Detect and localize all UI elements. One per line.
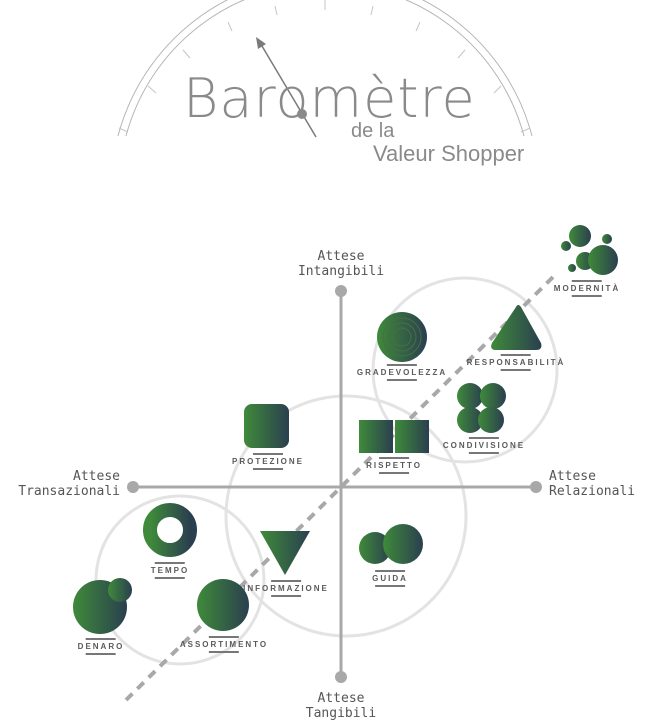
label-modernita: MODERNITÀ <box>554 280 620 297</box>
subtitle-line-1: de la <box>351 120 395 142</box>
bubbles-icon <box>561 225 618 275</box>
triangle-up-icon <box>491 305 542 350</box>
four-circles-icon <box>457 383 506 433</box>
axis-label-bottom: Attese Tangibili <box>292 691 390 721</box>
axis-label-top-line2: Intangibili <box>297 264 385 279</box>
axis-label-right: Attese Relazionali <box>549 469 650 499</box>
circle-icon <box>197 579 249 631</box>
axis-label-left-line1: Attese <box>73 469 120 484</box>
axis-label-top: Attese Intangibili <box>292 249 390 279</box>
split-rectangle-icon <box>359 420 429 453</box>
label-condivisione: CONDIVISIONE <box>443 437 525 454</box>
page-title: Baromètre <box>183 67 476 130</box>
triangle-down-icon <box>260 531 310 575</box>
needle-pivot-icon <box>297 109 307 119</box>
axis-label-left: Attese Transazionali <box>0 469 120 499</box>
circle-with-small-circle-icon <box>73 578 132 634</box>
label-gradevolezza: GRADEVOLEZZA <box>357 364 447 381</box>
label-responsabilita: RESPONSABILITÀ <box>467 354 566 371</box>
label-denaro: DENARO <box>78 638 125 655</box>
axes <box>127 285 542 683</box>
needle-arrow-icon <box>256 37 266 49</box>
label-protezione: PROTEZIONE <box>232 453 304 470</box>
ring-icon <box>143 503 197 557</box>
axis-label-right-line2: Relazionali <box>549 484 636 499</box>
label-guida: GUIDA <box>372 570 408 587</box>
axis-label-top-line1: Attese <box>317 249 365 264</box>
barometer-gauge-icon <box>117 0 533 138</box>
two-circles-icon <box>359 524 423 564</box>
label-rispetto: RISPETTO <box>366 457 422 474</box>
trend-diagonal <box>124 275 555 702</box>
label-assortimento: ASSORTIMENTO <box>180 636 268 653</box>
label-tempo: TEMPO <box>151 562 189 579</box>
concentric-circle-icon <box>377 312 427 362</box>
axis-label-bottom-line2: Tangibili <box>305 706 377 721</box>
axis-label-left-line2: Transazionali <box>18 484 120 499</box>
rounded-square-icon <box>244 404 289 448</box>
axis-label-right-line1: Attese <box>549 469 596 484</box>
axis-label-bottom-line1: Attese <box>317 691 365 706</box>
label-informazione: INFORMAZIONE <box>243 580 329 597</box>
subtitle-line-2: Valeur Shopper <box>373 141 525 166</box>
cluster-circles <box>94 276 559 666</box>
